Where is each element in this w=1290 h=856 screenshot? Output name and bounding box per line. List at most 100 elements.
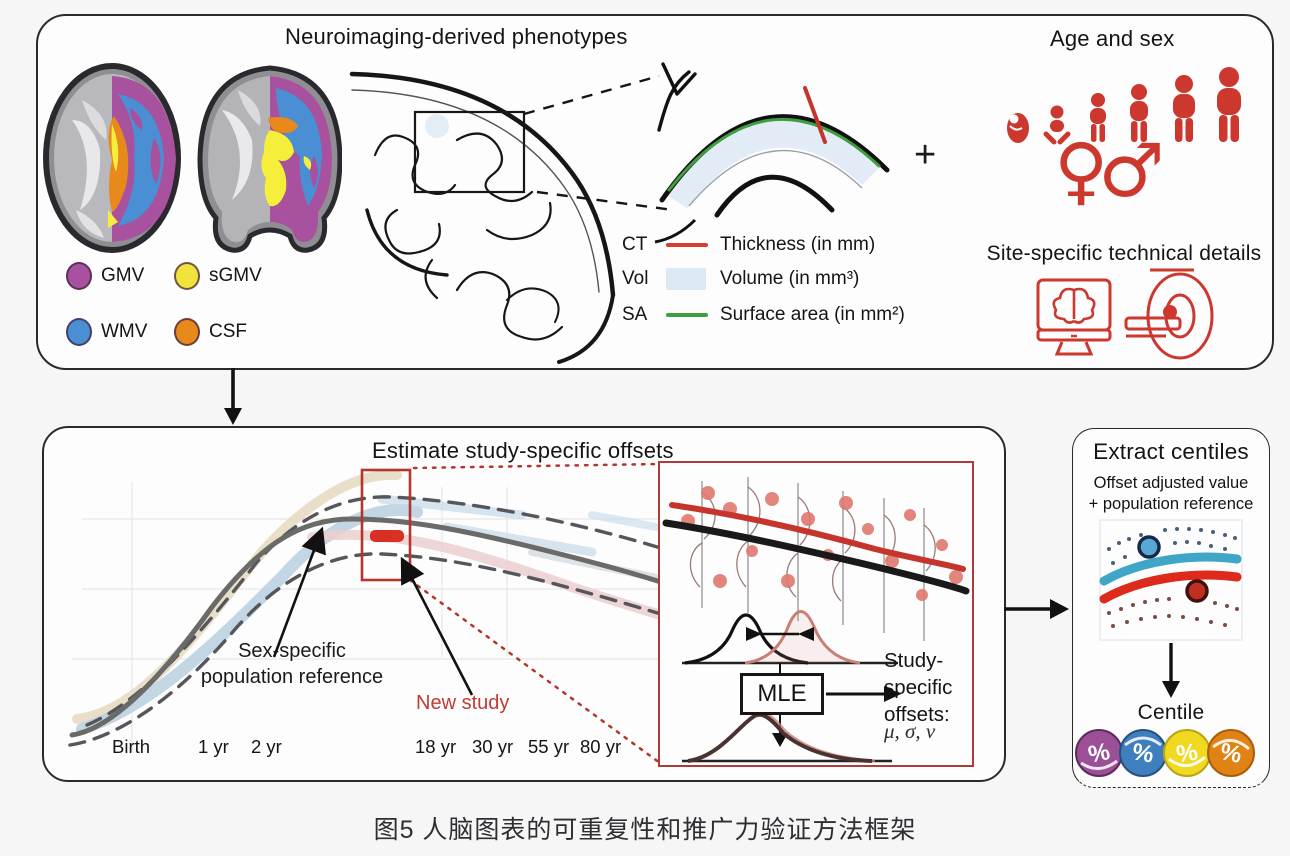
centile-label: Centile: [1137, 701, 1205, 724]
offset-inset-graphics: [662, 477, 970, 763]
extract-subtitle: Offset adjusted value + population refer…: [1088, 474, 1254, 514]
population-mean-curve: [662, 519, 970, 595]
wmv-label: WMV: [101, 321, 148, 342]
new-subject-dot-blue: [1137, 535, 1161, 559]
new-subject-dot-red: [1185, 579, 1209, 603]
centile-mini-chart: [1099, 519, 1243, 641]
extract-title: Extract centiles: [1093, 439, 1249, 464]
upper-centile-dots: [1107, 527, 1237, 565]
infant-icon: [1007, 113, 1029, 143]
surface-area-line-swatch: [666, 313, 708, 317]
chart-gridlines: [72, 482, 664, 752]
volume-label: Volume (in mm³): [720, 268, 860, 289]
coronal-brain-image: [197, 65, 342, 253]
offsets-panel-title: Estimate study-specific offsets: [372, 438, 674, 463]
legend-item-gmv: GMV: [66, 262, 144, 290]
ct-abbr: CT: [622, 234, 648, 255]
adult-icon: [1217, 67, 1241, 142]
legend-item-wmv: WMV: [66, 318, 147, 346]
cortex-zoom-drawing: [654, 62, 890, 244]
metric-row-sa: SA Surface area (in mm²): [622, 302, 905, 328]
population-reference-label: Sex-specific population reference: [200, 640, 384, 688]
offset-parameters: μ, σ, ν: [884, 719, 936, 743]
offsets-panel: Estimate study-specific offsets: [42, 426, 1006, 782]
metric-row-vol: Vol Volume (in mm³): [622, 266, 859, 292]
lower-centile-dots: [1107, 597, 1239, 628]
new-study-arrow: [400, 556, 474, 696]
shift-arrows: [746, 627, 814, 641]
thickness-line-swatch: [666, 243, 708, 247]
centile-down-arrow: [1162, 643, 1180, 698]
study-density: [744, 610, 861, 665]
population-density: [684, 613, 809, 665]
new-study-bar: [370, 530, 404, 542]
sex-symbols: ♀ ♂: [1054, 128, 1165, 214]
surface-area-label: Surface area (in mm²): [720, 304, 905, 325]
tick-18yr: 18 yr: [415, 736, 457, 757]
wmv-color-dot: [66, 318, 92, 346]
new-study-highlight-box: [360, 468, 412, 582]
legend-item-csf: CSF: [174, 318, 247, 346]
gmv-percent-icon: %: [1075, 729, 1123, 777]
growth-chart: [68, 462, 673, 765]
centile-blue-band: [1099, 552, 1242, 586]
sketch-zoom-box: [413, 110, 526, 194]
extract-centiles-panel: Extract centiles Offset adjusted value +…: [1072, 428, 1270, 788]
figure-caption: 图5 人脑图表的可重复性和推广力验证方法框架: [373, 816, 917, 844]
wmv-percent-icon: %: [1119, 729, 1167, 777]
mri-scanner-icon: [1124, 268, 1214, 360]
cortex-sketch: [349, 62, 890, 364]
tick-birth: Birth: [112, 736, 151, 757]
study-mean-curve: [669, 502, 966, 572]
offset-estimation-inset: MLE Study- specific offsets: μ, σ, ν: [658, 461, 974, 767]
plus-sign: +: [914, 134, 937, 176]
gmv-color-dot: [66, 262, 92, 290]
female-symbol: ♀: [1054, 128, 1108, 214]
age-sex-title: Age and sex: [1050, 26, 1175, 51]
age-series-icons: [1007, 67, 1241, 145]
study-offsets-label: Study- specific offsets:: [884, 649, 953, 727]
sa-abbr: SA: [622, 304, 648, 325]
mle-box: MLE: [740, 673, 824, 715]
reference-curves: [68, 495, 673, 747]
monitor-brain-icon: [1036, 278, 1112, 356]
offset-density: [687, 712, 873, 763]
legend-item-sgmv: sGMV: [174, 262, 262, 290]
child-icon: [1090, 93, 1106, 142]
male-symbol: ♂: [1098, 128, 1164, 214]
tick-30yr: 30 yr: [472, 736, 514, 757]
study-points: [681, 486, 963, 601]
svg-text:%: %: [1175, 739, 1200, 769]
vol-abbr: Vol: [622, 268, 649, 289]
metric-row-ct: CT Thickness (in mm): [622, 232, 875, 258]
csf-percent-icon: %: [1207, 729, 1255, 777]
volume-area-swatch: [666, 268, 706, 290]
baby-icon: [1043, 105, 1071, 145]
right-arrow-connector: [1004, 599, 1069, 619]
top-panel-title: Neuroimaging-derived phenotypes: [285, 24, 628, 49]
brain-mri-images: [43, 63, 342, 253]
study-bands: [72, 469, 672, 735]
gmv-label: GMV: [101, 265, 145, 286]
sgmv-label: sGMV: [209, 265, 262, 286]
zoom-connector-dashes: [523, 74, 674, 212]
tick-1yr: 1 yr: [198, 736, 229, 757]
tick-2yr: 2 yr: [251, 736, 282, 757]
axial-brain-image: [43, 63, 181, 253]
sgmv-color-dot: [174, 262, 200, 290]
mle-right-arrow: [826, 686, 901, 702]
population-reference-arrow: [272, 526, 326, 658]
csf-color-dot: [174, 318, 200, 346]
tick-55yr: 55 yr: [528, 736, 570, 757]
down-arrow-connector: [224, 368, 242, 425]
centile-percent-icons: % % % %: [1075, 729, 1255, 777]
new-study-label: New study: [416, 692, 510, 714]
svg-text:%: %: [1130, 738, 1156, 768]
older-child-icon: [1130, 84, 1148, 142]
neuroimaging-panel: Neuroimaging-derived phenotypes: [36, 14, 1274, 370]
sgmv-percent-icon: %: [1163, 729, 1211, 777]
thickness-label: Thickness (in mm): [720, 234, 876, 255]
csf-label: CSF: [209, 321, 247, 342]
tick-80yr: 80 yr: [580, 736, 622, 757]
